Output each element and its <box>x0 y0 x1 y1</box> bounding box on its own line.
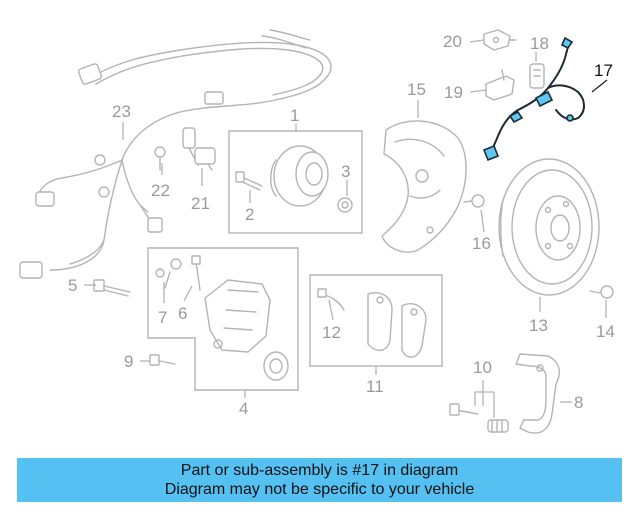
callout-5: 5 <box>68 276 77 295</box>
highlighted-part-17 <box>482 36 585 162</box>
rotor-screw <box>589 285 614 299</box>
caliper-box <box>147 247 299 391</box>
guide-pin <box>191 255 201 291</box>
sensor-bolt <box>154 146 166 171</box>
callout-20: 20 <box>443 32 462 51</box>
callout-13: 13 <box>529 316 548 335</box>
brake-pad-outer <box>401 302 427 358</box>
leader-lines <box>84 39 608 418</box>
caliper-seal <box>263 351 289 381</box>
banner-line-1: Part or sub-assembly is #17 in diagram <box>180 462 459 479</box>
wheel-hub <box>270 145 329 207</box>
callout-11: 11 <box>366 377 384 396</box>
callout-15: 15 <box>407 80 426 99</box>
speed-sensor <box>182 127 216 171</box>
retaining-clip <box>483 29 517 51</box>
pad-wear-sensor <box>317 288 345 311</box>
callout-18: 18 <box>530 34 549 53</box>
shield-bolt <box>463 194 485 208</box>
callout-4: 4 <box>239 399 248 418</box>
brake-caliper <box>204 279 271 353</box>
callout-14: 14 <box>596 322 615 341</box>
disclaimer-banner: Part or sub-assembly is #17 in diagram D… <box>17 458 622 502</box>
callout-9: 9 <box>124 352 133 371</box>
callout-7: 7 <box>158 308 167 327</box>
wiring-harness <box>19 29 332 279</box>
callout-19: 19 <box>444 83 463 102</box>
banner-line-2: Diagram may not be specific to your vehi… <box>164 481 475 498</box>
callout-1: 1 <box>290 106 299 125</box>
callout-3: 3 <box>341 162 350 181</box>
bracket-bolt <box>449 403 479 416</box>
splash-shield <box>381 120 467 253</box>
brake-pad-inner <box>367 292 393 351</box>
mount-bolt <box>149 354 176 366</box>
callout-2: 2 <box>245 205 254 224</box>
callout-12: 12 <box>322 323 341 342</box>
callout-21: 21 <box>191 194 210 213</box>
callout-10: 10 <box>473 358 492 377</box>
brake-rotor <box>498 158 600 296</box>
hub-bolt <box>235 171 263 191</box>
hose-bracket <box>485 69 515 101</box>
callout-8: 8 <box>574 393 583 412</box>
callout-22: 22 <box>151 181 170 200</box>
hub-nut <box>337 197 353 213</box>
callout-23: 23 <box>112 102 131 121</box>
caliper-bracket <box>515 353 560 434</box>
callout-6: 6 <box>178 304 187 323</box>
callout-17-highlighted: 17 <box>594 61 613 80</box>
guide-bushing <box>487 419 509 433</box>
sensor-clip <box>529 63 545 89</box>
caliper-bolt <box>93 279 131 297</box>
callout-labels: 1 2 3 4 5 6 7 8 9 10 11 12 13 14 15 16 1… <box>68 32 615 418</box>
bleeder-screw <box>155 258 182 289</box>
callout-16: 16 <box>472 234 491 253</box>
